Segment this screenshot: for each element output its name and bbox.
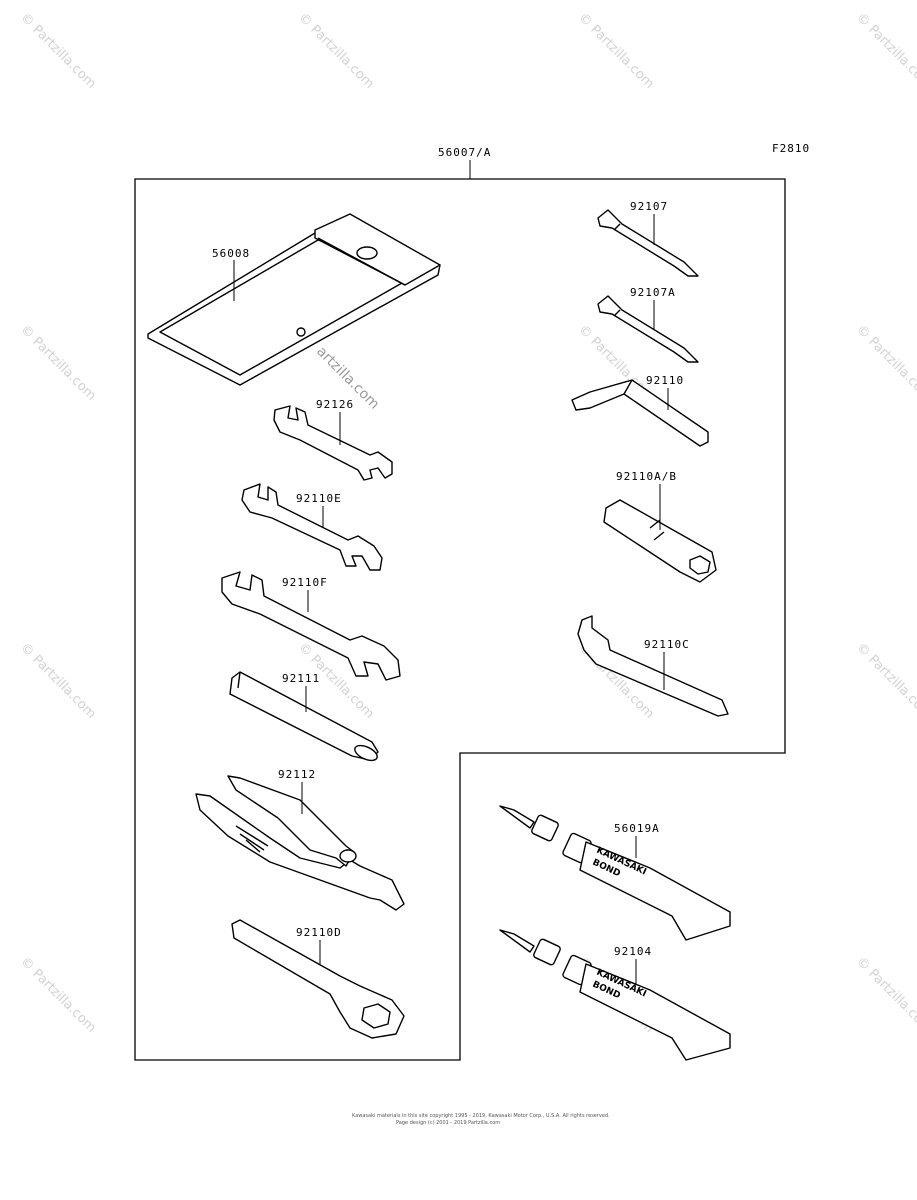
- bond-tube-92104-illustration: [499, 929, 731, 1061]
- hook-spanner-92110c-illustration: [577, 615, 729, 717]
- watermark: © Partzilla.com: [853, 322, 917, 404]
- watermark: © Partzilla.com: [575, 10, 657, 92]
- part-number: 92110: [646, 374, 684, 387]
- watermark: © Partzilla.com: [853, 10, 917, 92]
- extension-bar-92111-illustration: [229, 671, 379, 762]
- part-number: 92110F: [282, 576, 328, 589]
- pliers-92112-illustration: [195, 775, 405, 911]
- watermark: © Partzilla.com: [17, 322, 99, 404]
- part-number: 92112: [278, 768, 316, 781]
- watermarks: © Partzilla.com © Partzilla.com © Partzi…: [17, 10, 917, 1036]
- wrench-92110f-illustration: [221, 571, 401, 681]
- watermark: © Partzilla.com: [853, 954, 917, 1036]
- part-number: 92110D: [296, 926, 342, 939]
- wrench-92126-illustration: [273, 405, 393, 481]
- part-number: 92107A: [630, 286, 676, 299]
- footer-copyright: Kawasaki materials in this site copyrigh…: [352, 1113, 610, 1119]
- box-wrench-92110d-illustration: [231, 919, 405, 1039]
- bond-tube-56019a-illustration: [499, 805, 731, 941]
- part-number: 56019A: [614, 822, 660, 835]
- part-number: 92104: [614, 945, 652, 958]
- part-number: 92110A/B: [616, 470, 677, 483]
- watermark: © Partzilla.com: [853, 640, 917, 722]
- assembly-label: 56007/A: [438, 146, 491, 159]
- watermark: © Partzilla.com: [17, 640, 99, 722]
- part-number: 92111: [282, 672, 320, 685]
- part-number: 56008: [212, 247, 250, 260]
- box-spanner-92110ab-illustration: [603, 499, 717, 583]
- figure-code: F2810: [772, 142, 810, 155]
- watermark: © Partzilla.com: [17, 954, 99, 1036]
- part-number: 92107: [630, 200, 668, 213]
- kit-outline: [134, 178, 786, 1061]
- screwdriver-92107-illustration: [597, 209, 699, 277]
- tool-bag-illustration: [147, 213, 441, 386]
- part-number: 92110C: [644, 638, 690, 651]
- part-number: 92110E: [296, 492, 342, 505]
- wrench-92110e-illustration: [241, 483, 383, 571]
- part-number: 92126: [316, 398, 354, 411]
- watermark: © Partzilla.com: [295, 10, 377, 92]
- screwdriver-92107a-illustration: [597, 295, 699, 363]
- hex-key-92110-illustration: [571, 379, 709, 447]
- watermark: © Partzilla.com: [17, 10, 99, 92]
- footer-design: Page design (c) 2001 - 2019 Partzilla.co…: [396, 1120, 500, 1126]
